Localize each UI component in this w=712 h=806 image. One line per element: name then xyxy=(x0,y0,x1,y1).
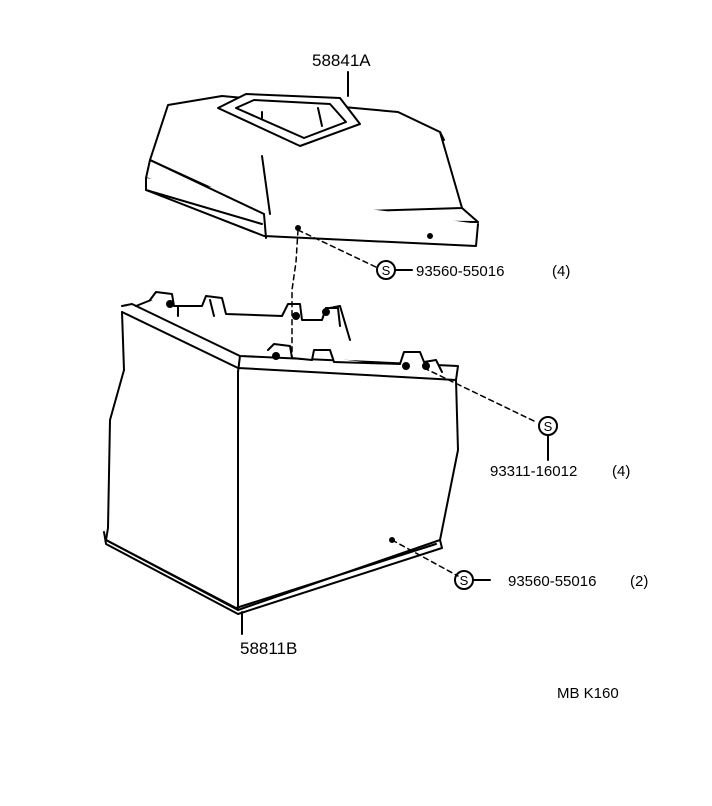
s-marker-2 xyxy=(538,416,558,436)
fastener-2-qty: (4) xyxy=(612,463,630,480)
fastener-3-qty: (2) xyxy=(630,573,648,590)
s-marker-1 xyxy=(376,260,396,280)
dashed-lines xyxy=(291,229,537,577)
s-marker-3-label: S xyxy=(460,573,469,588)
s-marker-2-label: S xyxy=(544,419,553,434)
fastener-1-qty: (4) xyxy=(552,263,570,280)
s-marker-1-label: S xyxy=(382,263,391,278)
leader-lines xyxy=(241,71,549,635)
part-label-box: 58811B xyxy=(240,639,297,658)
fastener-3-part-no: 93560-55016 xyxy=(508,573,596,590)
part-label-lid: 58841A xyxy=(312,51,371,70)
s-marker-3 xyxy=(454,570,474,590)
figure-code: MB K160 xyxy=(557,685,619,702)
battery-box xyxy=(103,291,459,615)
battery-cover-lid xyxy=(145,93,479,247)
fastener-2-part-no: 93311-16012 xyxy=(490,463,577,480)
fastener-1-part-no: 93560-55016 xyxy=(416,263,504,280)
